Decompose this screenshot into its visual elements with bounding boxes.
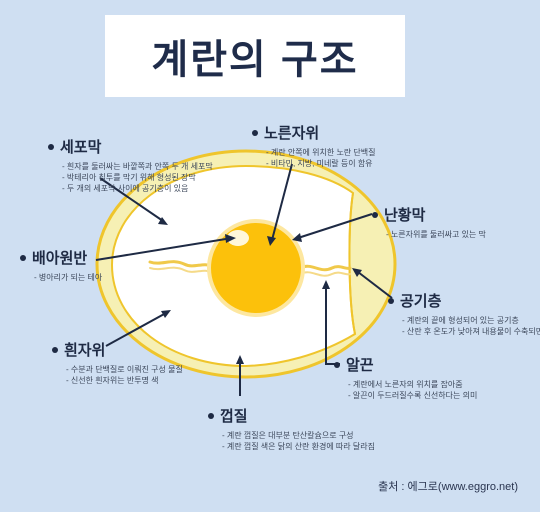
bullet-dot bbox=[388, 297, 394, 304]
note: 병아리가 되는 테아 bbox=[34, 272, 102, 283]
air-cell-line bbox=[348, 192, 356, 335]
label-name: 알끈 bbox=[346, 357, 374, 374]
pointer-blastodisc bbox=[95, 237, 233, 261]
pointer-vitelline bbox=[297, 213, 373, 239]
label-name: 흰자위 bbox=[64, 342, 106, 359]
chalaza-right-2 bbox=[299, 271, 351, 277]
note: 계란 껍질 색은 닭의 산란 환경에 따라 달라짐 bbox=[222, 441, 375, 452]
bullet-dot bbox=[252, 129, 258, 136]
label-name: 공기층 bbox=[400, 293, 442, 310]
note: 노른자위를 둘러싸고 있는 막 bbox=[386, 229, 486, 240]
note: 비타민, 지방, 미네랄 등이 함유 bbox=[266, 158, 375, 169]
bullet-dot bbox=[334, 361, 340, 368]
blastodisc bbox=[227, 230, 249, 246]
label-air-cell: 공기층 계란의 끝에 형성되어 있는 공기층 산란 후 온도가 낮아져 내용물이… bbox=[388, 290, 540, 337]
pointer-albumen bbox=[105, 312, 167, 347]
label-albumen: 흰자위 수분과 단백질로 이뤄진 구성 물질 신선한 흰자위는 반투명 색 bbox=[52, 339, 183, 386]
label-name: 배아원반 bbox=[32, 250, 88, 267]
note: 계란 껍질은 대부분 탄산칼슘으로 구성 bbox=[222, 430, 375, 441]
note: 계란 안쪽에 위치한 노란 단백질 bbox=[266, 147, 376, 158]
note: 수분과 단백질로 이뤄진 구성 물질 bbox=[66, 364, 183, 375]
arrowhead-chalaza bbox=[322, 280, 330, 289]
note: 산란 후 온도가 낮아져 내용물이 수축되면서 생김 bbox=[402, 326, 540, 337]
arrowhead-yolk bbox=[267, 236, 276, 246]
label-blastodisc: 배아원반 병아리가 되는 테아 bbox=[20, 247, 102, 283]
bullet-dot bbox=[52, 346, 58, 353]
label-name: 세포막 bbox=[60, 139, 102, 156]
bullet-dot bbox=[48, 143, 54, 150]
note: 계란에서 노른자의 위치를 잡아줌 bbox=[348, 379, 477, 390]
label-vitelline-membrane: 난황막 노른자위를 둘러싸고 있는 막 bbox=[372, 204, 486, 240]
label-shell: 껍질 계란 껍질은 대부분 탄산칼슘으로 구성 계란 껍질 색은 닭의 산란 환… bbox=[208, 405, 375, 452]
chalaza-left bbox=[148, 260, 214, 268]
note: 계란의 끝에 형성되어 있는 공기층 bbox=[402, 315, 540, 326]
note: 흰자를 둘러싸는 바깥쪽과 안쪽 두 개 세포막 bbox=[62, 161, 213, 172]
pointer-yolk bbox=[271, 163, 293, 241]
yolk bbox=[207, 219, 305, 317]
arrowhead-air-cell bbox=[352, 268, 362, 277]
arrowhead-albumen bbox=[161, 310, 171, 318]
bullet-dot bbox=[20, 254, 26, 261]
pointer-air-cell bbox=[357, 271, 393, 299]
arrowhead-blastodisc bbox=[225, 234, 236, 243]
note: 알끈이 두드러질수록 신선하다는 의미 bbox=[348, 390, 477, 401]
arrowhead-cell-membrane bbox=[158, 217, 168, 225]
note: 박테리아 침투를 막기 위해 형성된 장막 bbox=[62, 172, 213, 183]
source-credit: 출처 : 에그로(www.eggro.net) bbox=[378, 481, 518, 493]
label-name: 난황막 bbox=[384, 207, 426, 224]
label-name: 노른자위 bbox=[264, 125, 320, 142]
label-cell-membrane: 세포막 흰자를 둘러싸는 바깥쪽과 안쪽 두 개 세포막 박테리아 침투를 막기… bbox=[48, 136, 213, 194]
label-name: 껍질 bbox=[220, 408, 248, 425]
arrowhead-shell bbox=[236, 355, 244, 364]
label-yolk: 노른자위 계란 안쪽에 위치한 노란 단백질 비타민, 지방, 미네랄 등이 함… bbox=[252, 122, 375, 169]
page-title: 계란의 구조 bbox=[151, 38, 359, 82]
bullet-dot bbox=[372, 211, 378, 218]
note: 신선한 흰자위는 반투명 색 bbox=[66, 375, 183, 386]
label-chalaza: 알끈 계란에서 노른자의 위치를 잡아줌 알끈이 두드러질수록 신선하다는 의미 bbox=[334, 354, 477, 401]
note: 두 개의 세포막 사이에 공기층이 있음 bbox=[62, 183, 213, 194]
chalaza-left-2 bbox=[149, 266, 213, 273]
title-box: 계란의 구조 bbox=[105, 15, 405, 97]
bullet-dot bbox=[208, 412, 214, 419]
chalaza-right bbox=[298, 264, 352, 272]
arrowhead-vitelline bbox=[292, 233, 302, 242]
